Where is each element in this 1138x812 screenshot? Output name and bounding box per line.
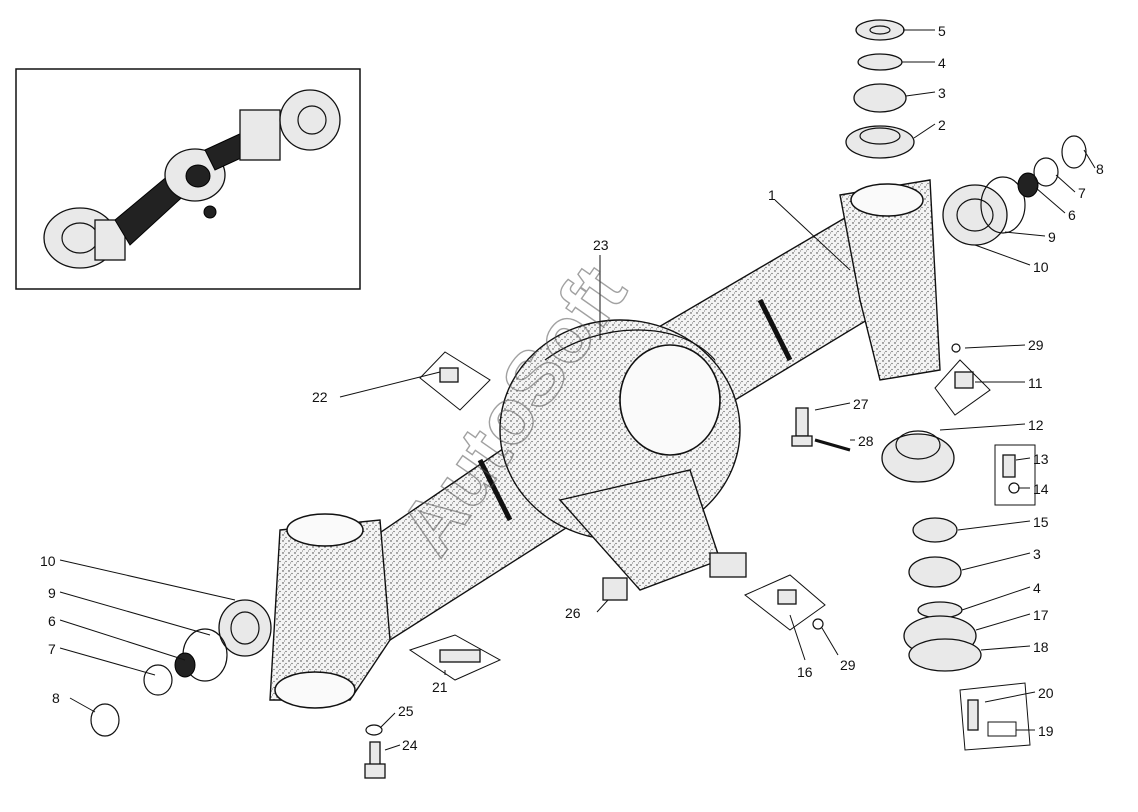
callout-7: 7 bbox=[1078, 185, 1086, 201]
callout-8-left: 8 bbox=[52, 690, 60, 706]
kingpin-stack-upper bbox=[845, 19, 915, 159]
callout-20: 20 bbox=[1038, 685, 1054, 701]
inset-axle-drawing bbox=[43, 89, 341, 269]
inset-assembled-axle bbox=[15, 68, 361, 290]
callout-4: 4 bbox=[938, 55, 946, 71]
callout-13: 13 bbox=[1033, 451, 1049, 467]
callout-10: 10 bbox=[1033, 259, 1049, 275]
fasteners bbox=[364, 343, 1020, 779]
callout-frames bbox=[408, 351, 1036, 751]
callout-28: 28 bbox=[858, 433, 874, 449]
callout-24: 24 bbox=[402, 737, 418, 753]
leader-lines bbox=[59, 29, 1096, 751]
callout-5: 5 bbox=[938, 23, 946, 39]
callout-23: 23 bbox=[593, 237, 609, 253]
callout-9-left: 9 bbox=[48, 585, 56, 601]
callout-3-lower: 3 bbox=[1033, 546, 1041, 562]
callout-16: 16 bbox=[797, 664, 813, 680]
hub-seals-right bbox=[942, 135, 1087, 246]
callout-11: 11 bbox=[1028, 375, 1043, 391]
axle-housing bbox=[269, 179, 941, 709]
callout-29-lower: 29 bbox=[840, 657, 856, 673]
callout-1: 1 bbox=[768, 187, 776, 203]
callout-6: 6 bbox=[1068, 207, 1076, 223]
callout-7-left: 7 bbox=[48, 641, 56, 657]
part-labels: 5 4 3 2 8 1 7 6 9 10 23 29 11 22 27 12 2… bbox=[40, 23, 1104, 753]
callout-9: 9 bbox=[1048, 229, 1056, 245]
callout-29: 29 bbox=[1028, 337, 1044, 353]
callout-25: 25 bbox=[398, 703, 414, 719]
callout-21: 21 bbox=[432, 679, 448, 695]
callout-26: 26 bbox=[565, 605, 581, 621]
callout-6-left: 6 bbox=[48, 613, 56, 629]
hub-seals-left bbox=[90, 599, 272, 737]
callout-8: 8 bbox=[1096, 161, 1104, 177]
callout-3: 3 bbox=[938, 85, 946, 101]
kingpin-stack-lower bbox=[903, 517, 1017, 737]
callout-19: 19 bbox=[1038, 723, 1054, 739]
callout-10-left: 10 bbox=[40, 553, 56, 569]
callout-4-lower: 4 bbox=[1033, 580, 1041, 596]
callout-2: 2 bbox=[938, 117, 946, 133]
callout-27: 27 bbox=[853, 396, 869, 412]
callout-15: 15 bbox=[1033, 514, 1049, 530]
callout-22: 22 bbox=[312, 389, 328, 405]
callout-12: 12 bbox=[1028, 417, 1044, 433]
flange-12 bbox=[881, 430, 955, 483]
callout-14: 14 bbox=[1033, 481, 1049, 497]
callout-17: 17 bbox=[1033, 607, 1049, 623]
callout-18: 18 bbox=[1033, 639, 1049, 655]
